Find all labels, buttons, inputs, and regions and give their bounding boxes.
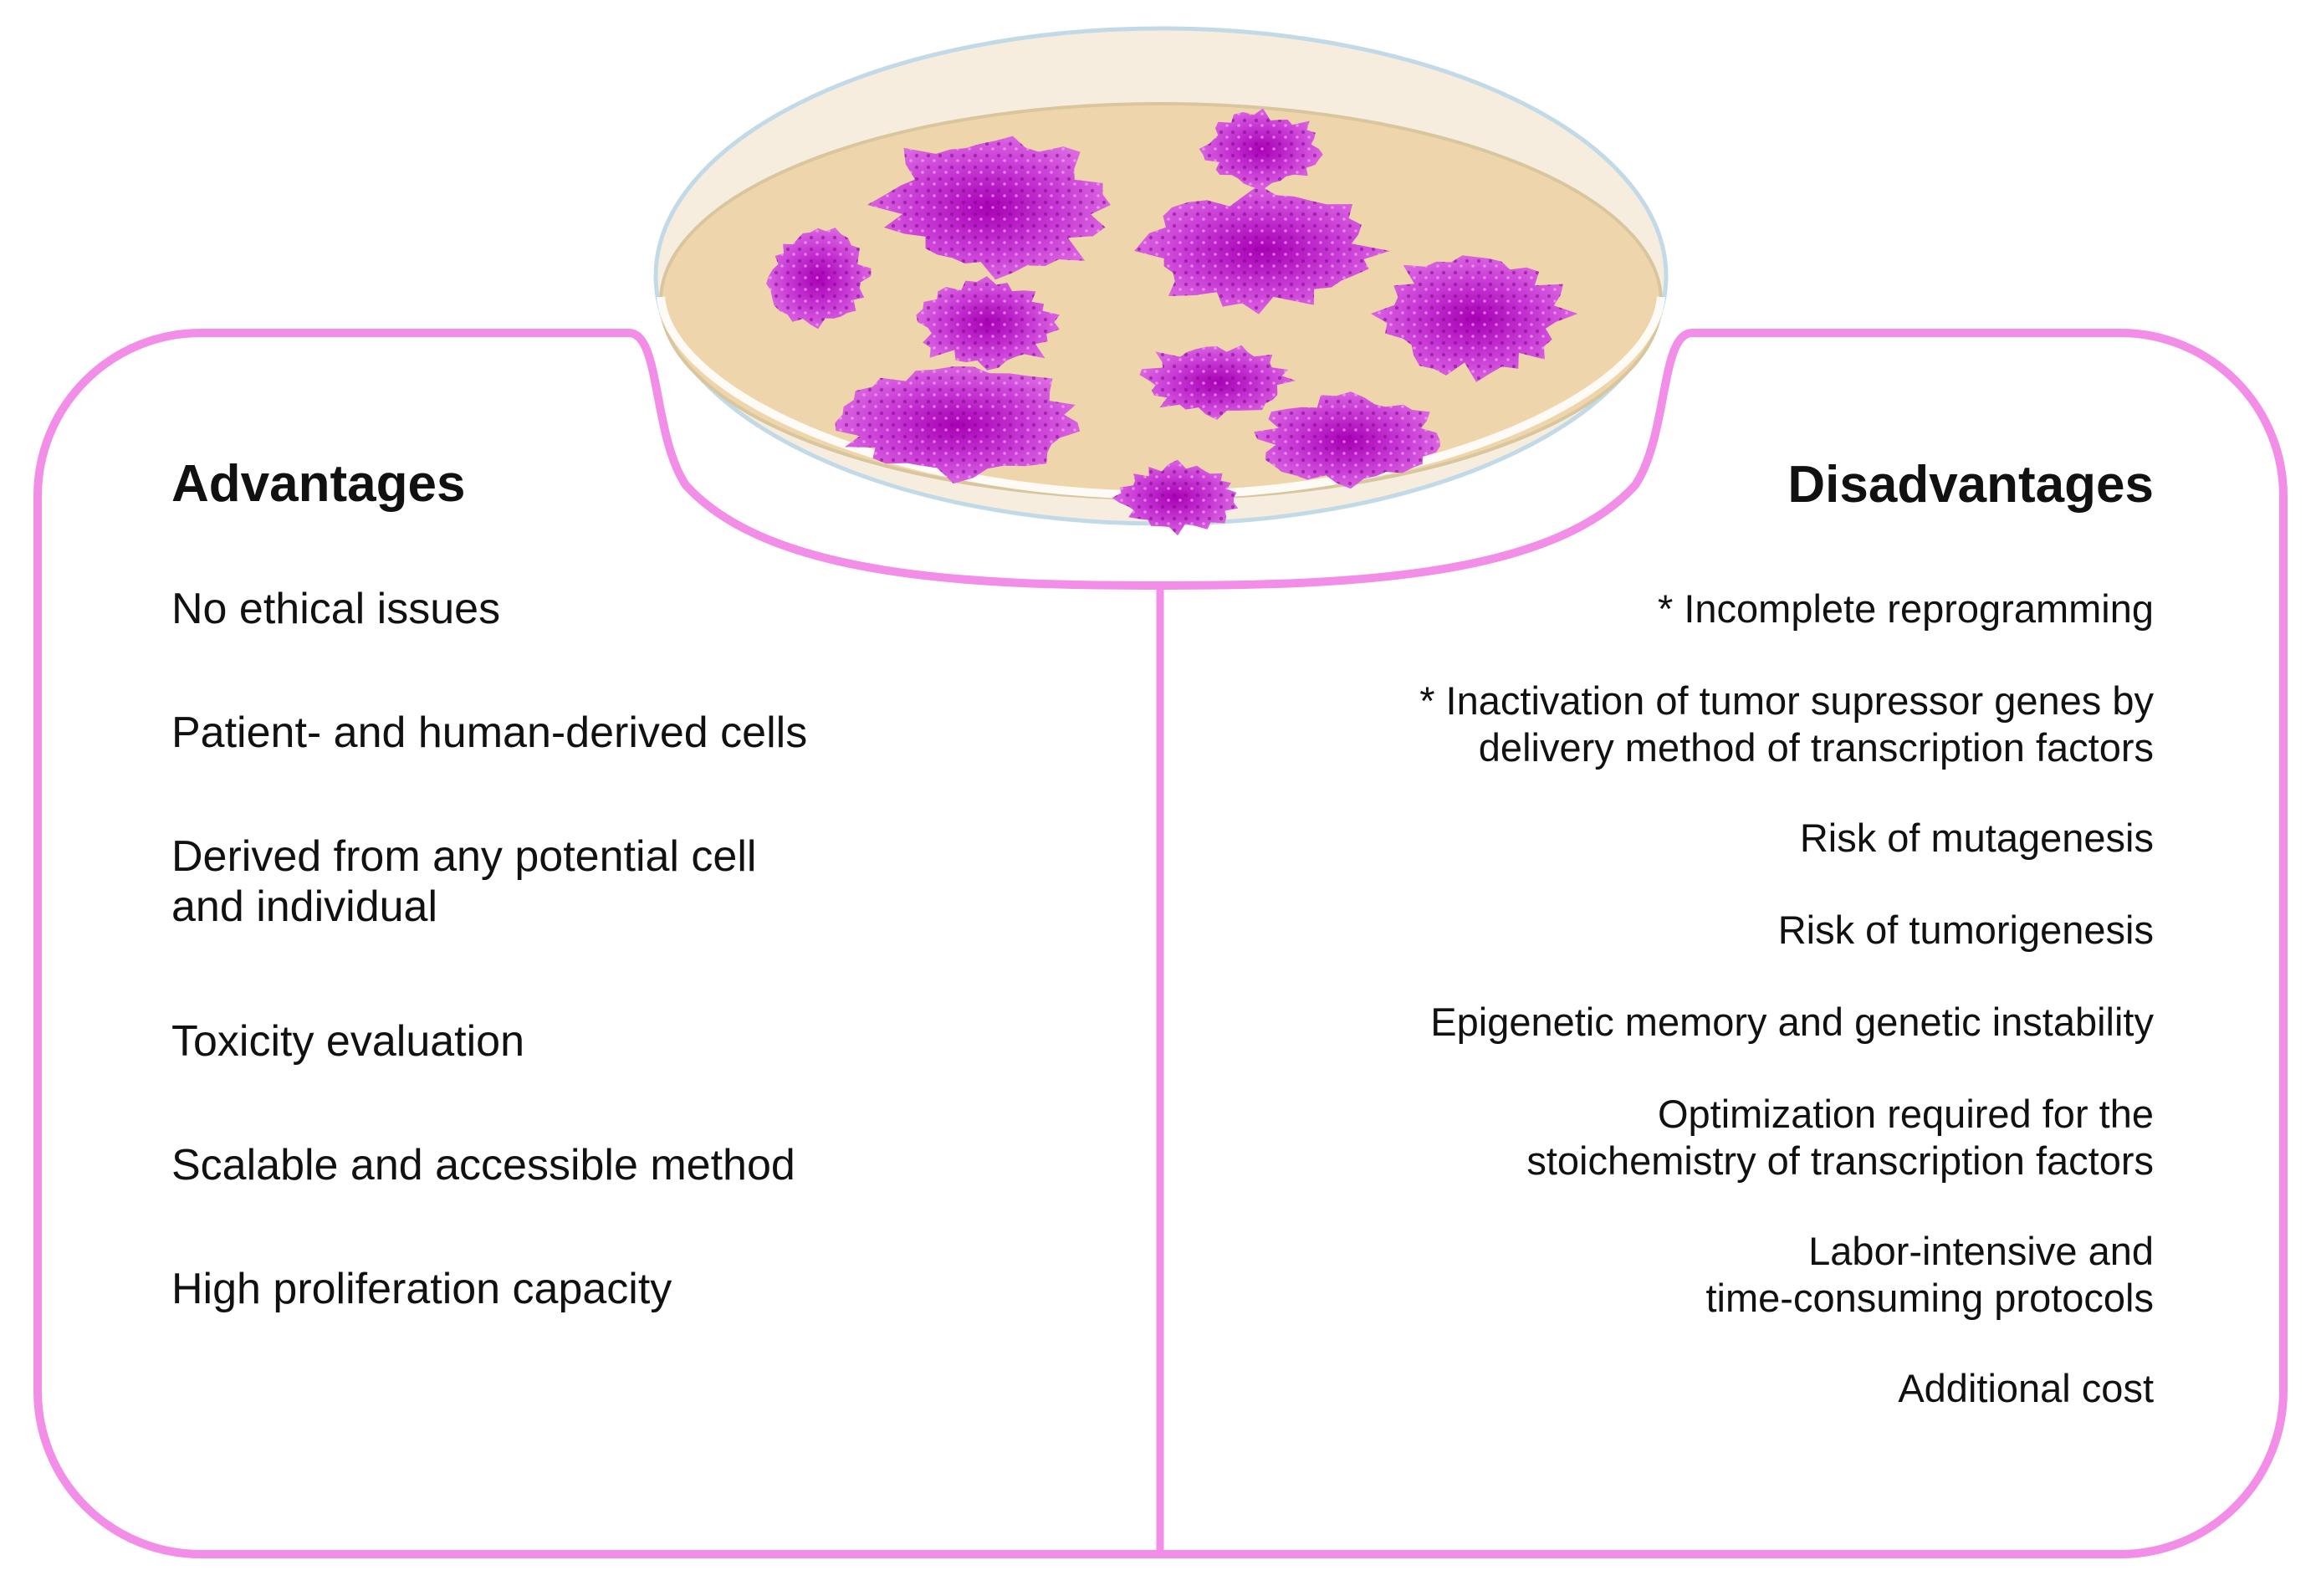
disadvantage-item: * Inactivation of tumor supressor genes … bbox=[1419, 678, 2154, 770]
advantage-item: Patient- and human-derived cells bbox=[171, 708, 808, 757]
cell-colony-texture bbox=[835, 366, 1081, 484]
cell-colony-icon bbox=[766, 108, 1578, 536]
cell-colony-texture bbox=[916, 276, 1060, 371]
disadvantage-item: Optimization required for the stoichemis… bbox=[1526, 1092, 2154, 1184]
advantages-title: Advantages bbox=[171, 455, 466, 513]
advantage-item: High proliferation capacity bbox=[171, 1265, 672, 1313]
advantage-item: Scalable and accessible method bbox=[171, 1141, 795, 1189]
disadvantage-item: Labor-intensive and time-consuming proto… bbox=[1705, 1229, 2155, 1321]
cell-colony-texture bbox=[1134, 185, 1390, 315]
disadvantage-item: Risk of mutagenesis bbox=[1799, 816, 2154, 860]
advantage-item: Derived from any potential cell and indi… bbox=[171, 832, 757, 932]
disadvantage-item: Epigenetic memory and genetic instabilit… bbox=[1430, 1000, 2154, 1044]
petri-dish-icon bbox=[653, 26, 1669, 536]
cell-colony-texture bbox=[766, 228, 872, 330]
disadvantage-item: * Incomplete reprogramming bbox=[1658, 586, 2154, 631]
disadvantage-item: Additional cost bbox=[1898, 1366, 2154, 1410]
cell-colony-texture bbox=[1371, 255, 1578, 382]
disadvantage-item: Risk of tumorigenesis bbox=[1777, 908, 2154, 952]
cell-colony-texture bbox=[1254, 391, 1440, 489]
cell-colony-texture bbox=[867, 136, 1111, 280]
cell-colony-texture bbox=[1139, 345, 1296, 420]
cell-colony-texture bbox=[1199, 108, 1323, 190]
advantage-item: No ethical issues bbox=[171, 585, 501, 633]
advantage-item: Toxicity evaluation bbox=[171, 1017, 524, 1066]
cell-colony-texture bbox=[1112, 459, 1239, 536]
disadvantages-title: Disadvantages bbox=[1787, 456, 2154, 514]
